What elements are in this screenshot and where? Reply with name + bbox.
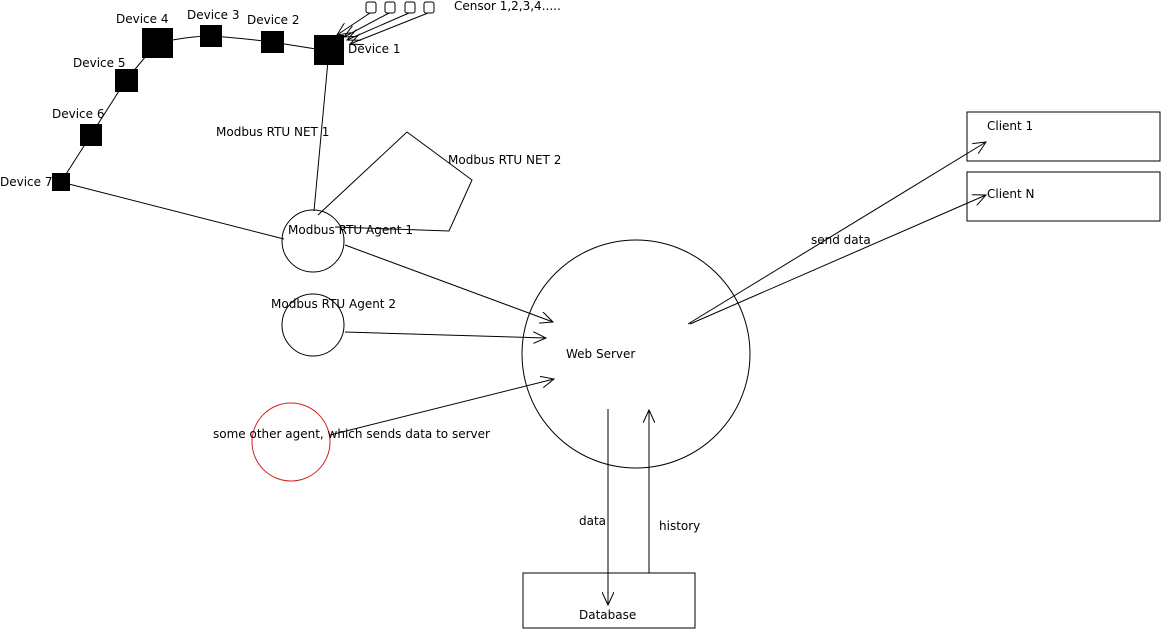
web-server: Web Server xyxy=(521,239,751,469)
client-n-label: Client N xyxy=(987,187,1035,201)
client-1-label: Client 1 xyxy=(987,119,1033,133)
device-7-node xyxy=(52,173,70,191)
device-6-node xyxy=(80,124,102,146)
device-3-node xyxy=(200,25,222,47)
net2-outline xyxy=(317,131,473,232)
other-agent-to-server-arrow xyxy=(329,379,554,436)
sensor-arrow xyxy=(347,12,410,40)
device-1-label: Device 1 xyxy=(348,42,401,56)
server-to-clientn-arrow xyxy=(689,195,986,325)
device-2-node xyxy=(261,31,284,53)
send-data-label: send data xyxy=(811,233,871,247)
database-label: Database xyxy=(579,608,636,622)
net2-label: Modbus RTU NET 2 xyxy=(448,153,561,167)
sensor-3-icon xyxy=(404,1,416,14)
agent2-to-server-arrow xyxy=(344,331,546,338)
sensor-arrow xyxy=(350,12,429,44)
database-box xyxy=(522,572,696,629)
net1-device1-to-agent1 xyxy=(313,49,330,212)
device-chain: Device 1 Device 2 Device 3 Device 4 Devi… xyxy=(0,8,401,240)
agent-1-label: Modbus RTU Agent 1 xyxy=(288,223,413,237)
device-4-node xyxy=(142,28,173,58)
sensors: Censor 1,2,3,4..... xyxy=(337,0,561,44)
agent-2-node xyxy=(281,293,345,357)
agents: Modbus RTU Agent 1 Modbus RTU Agent 2 so… xyxy=(213,209,490,482)
net2: Modbus RTU NET 2 xyxy=(317,131,561,232)
agent1-to-server-arrow xyxy=(344,244,553,322)
agent-1-node xyxy=(281,209,345,273)
other-agent-label: some other agent, which sends data to se… xyxy=(213,427,490,441)
device-6-label: Device 6 xyxy=(52,107,105,121)
other-agent-node xyxy=(251,402,331,482)
device-4-label: Device 4 xyxy=(116,12,169,26)
history-flow-label: history xyxy=(659,519,700,533)
device-7-label: Device 7 xyxy=(0,175,53,189)
device-3-label: Device 3 xyxy=(187,8,240,22)
client-1-box xyxy=(966,111,1161,162)
device-5-node xyxy=(115,69,138,92)
data-flow-label: data xyxy=(579,514,606,528)
clients: Client 1 Client N send data xyxy=(687,111,1161,325)
web-server-node xyxy=(521,239,751,469)
device-2-label: Device 2 xyxy=(247,13,300,27)
sensors-label: Censor 1,2,3,4..... xyxy=(454,0,561,13)
sensor-arrow xyxy=(337,12,371,35)
web-server-label: Web Server xyxy=(566,347,635,361)
server-to-client1-arrow xyxy=(687,142,986,325)
agent-2-label: Modbus RTU Agent 2 xyxy=(271,297,396,311)
database: Database data history xyxy=(522,409,700,629)
sensor-4-icon xyxy=(423,1,435,14)
net1-label: Modbus RTU NET 1 xyxy=(216,125,329,139)
net1-bus-top xyxy=(156,35,317,50)
net1-device7-to-agent1 xyxy=(60,181,285,240)
device-1-node xyxy=(314,35,344,65)
client-n-box xyxy=(966,171,1161,222)
sensor-2-icon xyxy=(384,1,396,14)
device-5-label: Device 5 xyxy=(73,56,126,70)
sensor-1-icon xyxy=(365,1,377,14)
